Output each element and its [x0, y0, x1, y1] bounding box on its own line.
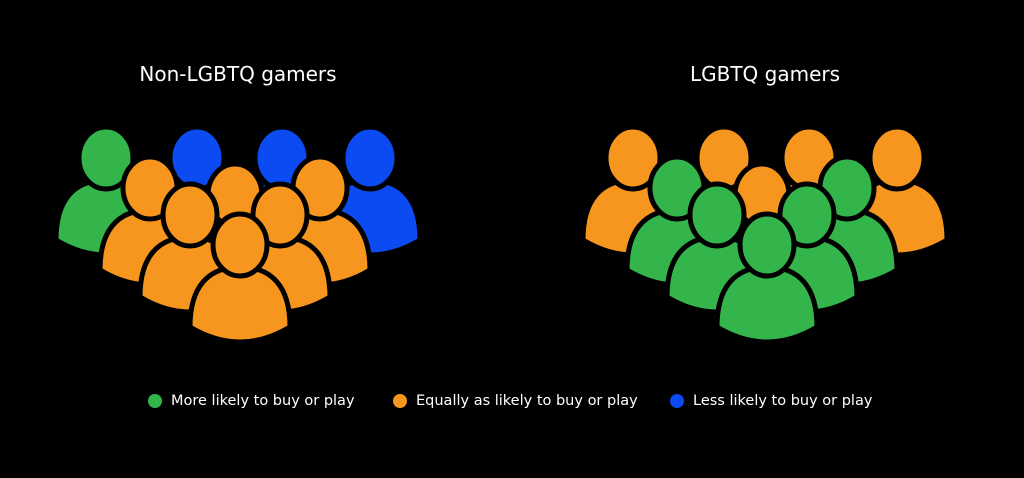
legend-label: Less likely to buy or play	[693, 393, 873, 409]
person-head	[340, 124, 400, 192]
person-head	[76, 124, 136, 192]
person-body	[187, 264, 293, 345]
person-head	[687, 181, 747, 249]
person-body	[714, 264, 820, 345]
person-head	[867, 124, 927, 192]
legend-dot-blue	[670, 394, 684, 408]
legend-item-equal: Equally as likely to buy or play	[393, 393, 638, 409]
person-icon-more	[714, 211, 820, 345]
legend-item-more: More likely to buy or play	[148, 393, 355, 409]
legend-dot-orange	[393, 394, 407, 408]
legend-label: Equally as likely to buy or play	[416, 393, 638, 409]
person-head	[210, 211, 270, 279]
person-icon-equal	[187, 211, 293, 345]
legend-item-less: Less likely to buy or play	[670, 393, 872, 409]
group-lgbtq	[580, 124, 950, 345]
person-head	[160, 181, 220, 249]
group-title-lgbtq: LGBTQ gamers	[689, 62, 841, 86]
person-head	[603, 124, 663, 192]
group-title-non-lgbtq: Non-LGBTQ gamers	[139, 62, 337, 86]
group-non-lgbtq	[53, 124, 423, 345]
person-head	[737, 211, 797, 279]
legend-dot-green	[148, 394, 162, 408]
legend-label: More likely to buy or play	[171, 393, 355, 409]
